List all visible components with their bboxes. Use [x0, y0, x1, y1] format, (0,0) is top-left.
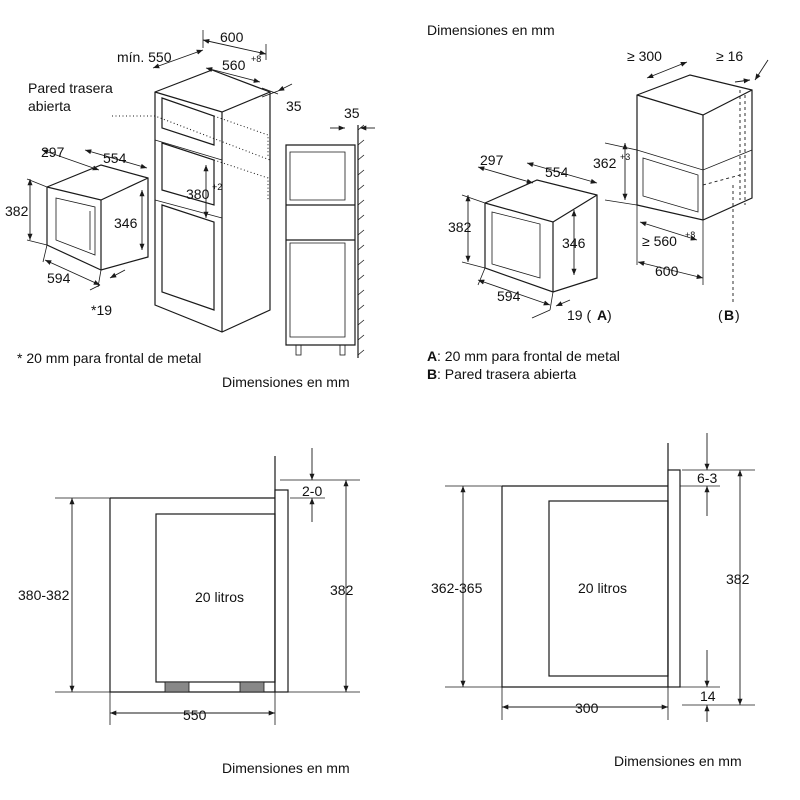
dim-362-365: 362-365 [431, 580, 483, 596]
dim-35-side: 35 [344, 105, 360, 121]
dim-600: 600 [220, 29, 244, 45]
caption-q3: Dimensiones en mm [222, 760, 350, 776]
dim-6-3: 6-3 [697, 470, 717, 486]
tag-b: B [724, 307, 734, 323]
dim-380-tolerance: +2 [212, 182, 222, 192]
dim-362-tolerance: +3 [620, 152, 630, 162]
dim-382-q4: 382 [726, 571, 750, 587]
tall-cabinet-installation-view: 297 554 382 346 594 *19 600 mín. 550 560… [5, 29, 375, 390]
side-section-drawing [285, 124, 365, 358]
wall-unit-installation-view: Dimensiones en mm 297 554 382 346 594 19… [427, 22, 769, 382]
tag-b-close: ) [735, 307, 740, 323]
dim-14: 14 [700, 688, 716, 704]
volume-label-q4: 20 litros [578, 580, 627, 596]
microwave-foot-1 [164, 681, 190, 693]
dim-line-600 [202, 38, 267, 56]
tag-b-open: ( [718, 307, 723, 323]
dim-594-right: 594 [497, 288, 521, 304]
caption-q1: Dimensiones en mm [222, 374, 350, 390]
dim-380-382: 380-382 [18, 587, 70, 603]
dim-300-q4: 300 [575, 700, 599, 716]
footnote-metal-front: * 20 mm para frontal de metal [17, 350, 201, 366]
side-section-tall-cabinet: 380-382 20 litros 2-0 382 550 Dimensione… [18, 448, 360, 776]
legend-a-text: : 20 mm para frontal de metal [437, 348, 620, 364]
dim-2-0: 2-0 [302, 483, 322, 499]
label-pared-trasera-2: abierta [28, 98, 71, 114]
dim-594-left: 594 [47, 270, 71, 286]
wall-unit-drawing [636, 74, 753, 221]
dim-300-min: ≥ 300 [627, 48, 662, 64]
dim-min550: mín. 550 [117, 49, 172, 65]
dim-554-right: 554 [545, 164, 569, 180]
dim-380: 380 [186, 186, 210, 202]
label-pared-trasera-1: Pared trasera [28, 80, 113, 96]
legend-a-key: A [427, 348, 437, 364]
dim-550: 550 [183, 707, 207, 723]
microwave-foot-2 [239, 681, 265, 693]
dim-346-right: 346 [562, 235, 586, 251]
dim-382-left: 382 [5, 203, 29, 219]
dim-19-right: 19 ( [567, 307, 591, 323]
dim-297-left: 297 [41, 144, 65, 160]
tag-a: A [597, 307, 607, 323]
tall-cabinet-drawing [154, 69, 279, 333]
caption-q2: Dimensiones en mm [427, 22, 555, 38]
dim-560-tolerance: +8 [251, 54, 261, 64]
dim-560-min-tolerance: +8 [685, 230, 695, 240]
caption-q4: Dimensiones en mm [614, 753, 742, 769]
dim-560-min: ≥ 560 [642, 233, 677, 249]
dim-382-q3: 382 [330, 582, 354, 598]
dim-560: 560 [222, 57, 246, 73]
dim-19-left: *19 [91, 302, 112, 318]
microwave-dims-left [26, 149, 148, 291]
tag-a-close: ) [607, 307, 612, 323]
dim-346-left: 346 [114, 215, 138, 231]
dim-362: 362 [593, 155, 617, 171]
dim-297-right: 297 [480, 152, 504, 168]
dim-line-550 [152, 49, 204, 69]
dim-554-left: 554 [103, 150, 127, 166]
legend-b-key: B [427, 366, 437, 382]
volume-label-q3: 20 litros [195, 589, 244, 605]
dim-382-right: 382 [448, 219, 472, 235]
legend-b-text: : Pared trasera abierta [437, 366, 577, 382]
dim-16-min: ≥ 16 [716, 48, 743, 64]
dim-line-560 [205, 67, 261, 83]
dim-35-cabinet: 35 [286, 98, 302, 114]
dim-600-right: 600 [655, 263, 679, 279]
side-section-wall-unit: 362-365 20 litros 6-3 382 300 14 Dimensi… [431, 433, 755, 769]
